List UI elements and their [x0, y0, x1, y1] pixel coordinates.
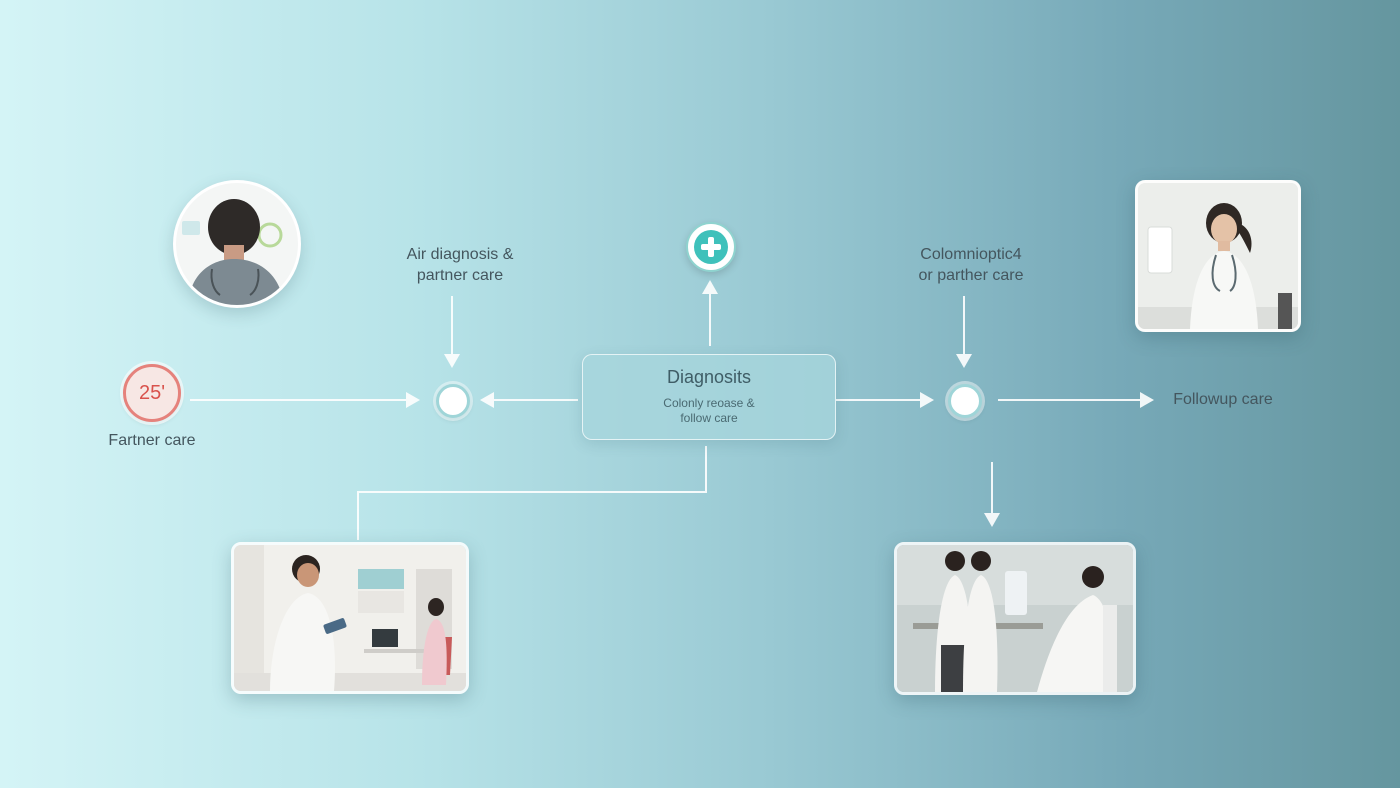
patient-avatar [173, 180, 301, 308]
patient-avatar-illustration [176, 183, 298, 305]
team-meeting-photo [894, 542, 1136, 695]
label-fartner-care: Fartner care [96, 430, 208, 451]
label-fartner-care-text: Fartner care [108, 432, 196, 449]
medical-cross-icon-inner [694, 230, 728, 264]
line-box-to-consultation [357, 446, 707, 540]
label-air-diagnosis: Air diagnosis & partner care [392, 244, 528, 286]
diagnosis-box[interactable]: Diagnosits Colonly reoase & follow care [582, 354, 836, 440]
diagnosis-subtitle: Colonly reoase & follow care [583, 396, 835, 426]
doctor-portrait-illustration [1138, 183, 1298, 329]
consultation-photo [231, 542, 469, 694]
consultation-photo-illustration [234, 545, 466, 691]
doctor-portrait [1135, 180, 1301, 332]
counter-badge: 25' [123, 364, 181, 422]
label-colomnioptic-line2: or parther care [918, 267, 1024, 284]
counter-badge-text: 25' [138, 382, 166, 404]
diagnosis-title: Diagnosits [666, 367, 752, 387]
right-junction-node[interactable] [948, 384, 982, 418]
left-junction-node[interactable] [436, 384, 470, 418]
label-colomnioptic-line1: Colomnioptic4 [920, 246, 1022, 263]
label-air-diagnosis-line1: Air diagnosis & [406, 246, 514, 263]
diagnosis-subtitle-line1: Colonly reoase & [663, 396, 755, 410]
team-meeting-photo-illustration [897, 545, 1133, 692]
label-followup-care-text: Followup care [1173, 391, 1273, 408]
medical-cross-icon[interactable] [686, 222, 736, 272]
label-followup-care: Followup care [1160, 389, 1286, 410]
diagnosis-subtitle-line2: follow care [680, 411, 738, 425]
label-air-diagnosis-line2: partner care [416, 267, 504, 284]
label-colomnioptic: Colomnioptic4 or parther care [900, 244, 1042, 286]
